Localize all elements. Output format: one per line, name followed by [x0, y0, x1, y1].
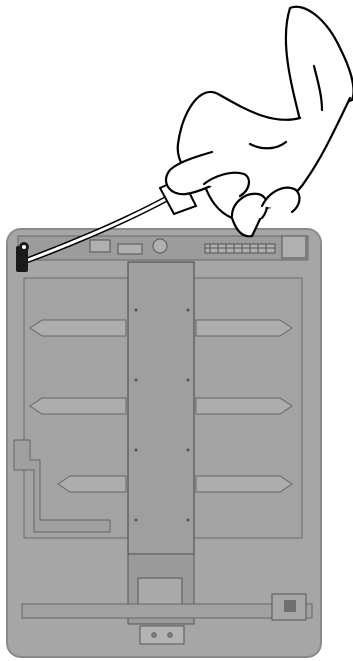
bottom-screw-left — [151, 632, 157, 638]
bottom-strip — [22, 604, 312, 618]
center-spine — [128, 262, 194, 554]
device-internals-icon — [7, 229, 321, 657]
tool-tip — [16, 242, 29, 272]
bottom-port — [140, 626, 184, 644]
bottom-screw-right — [167, 632, 173, 638]
speaker-grille — [284, 600, 296, 612]
